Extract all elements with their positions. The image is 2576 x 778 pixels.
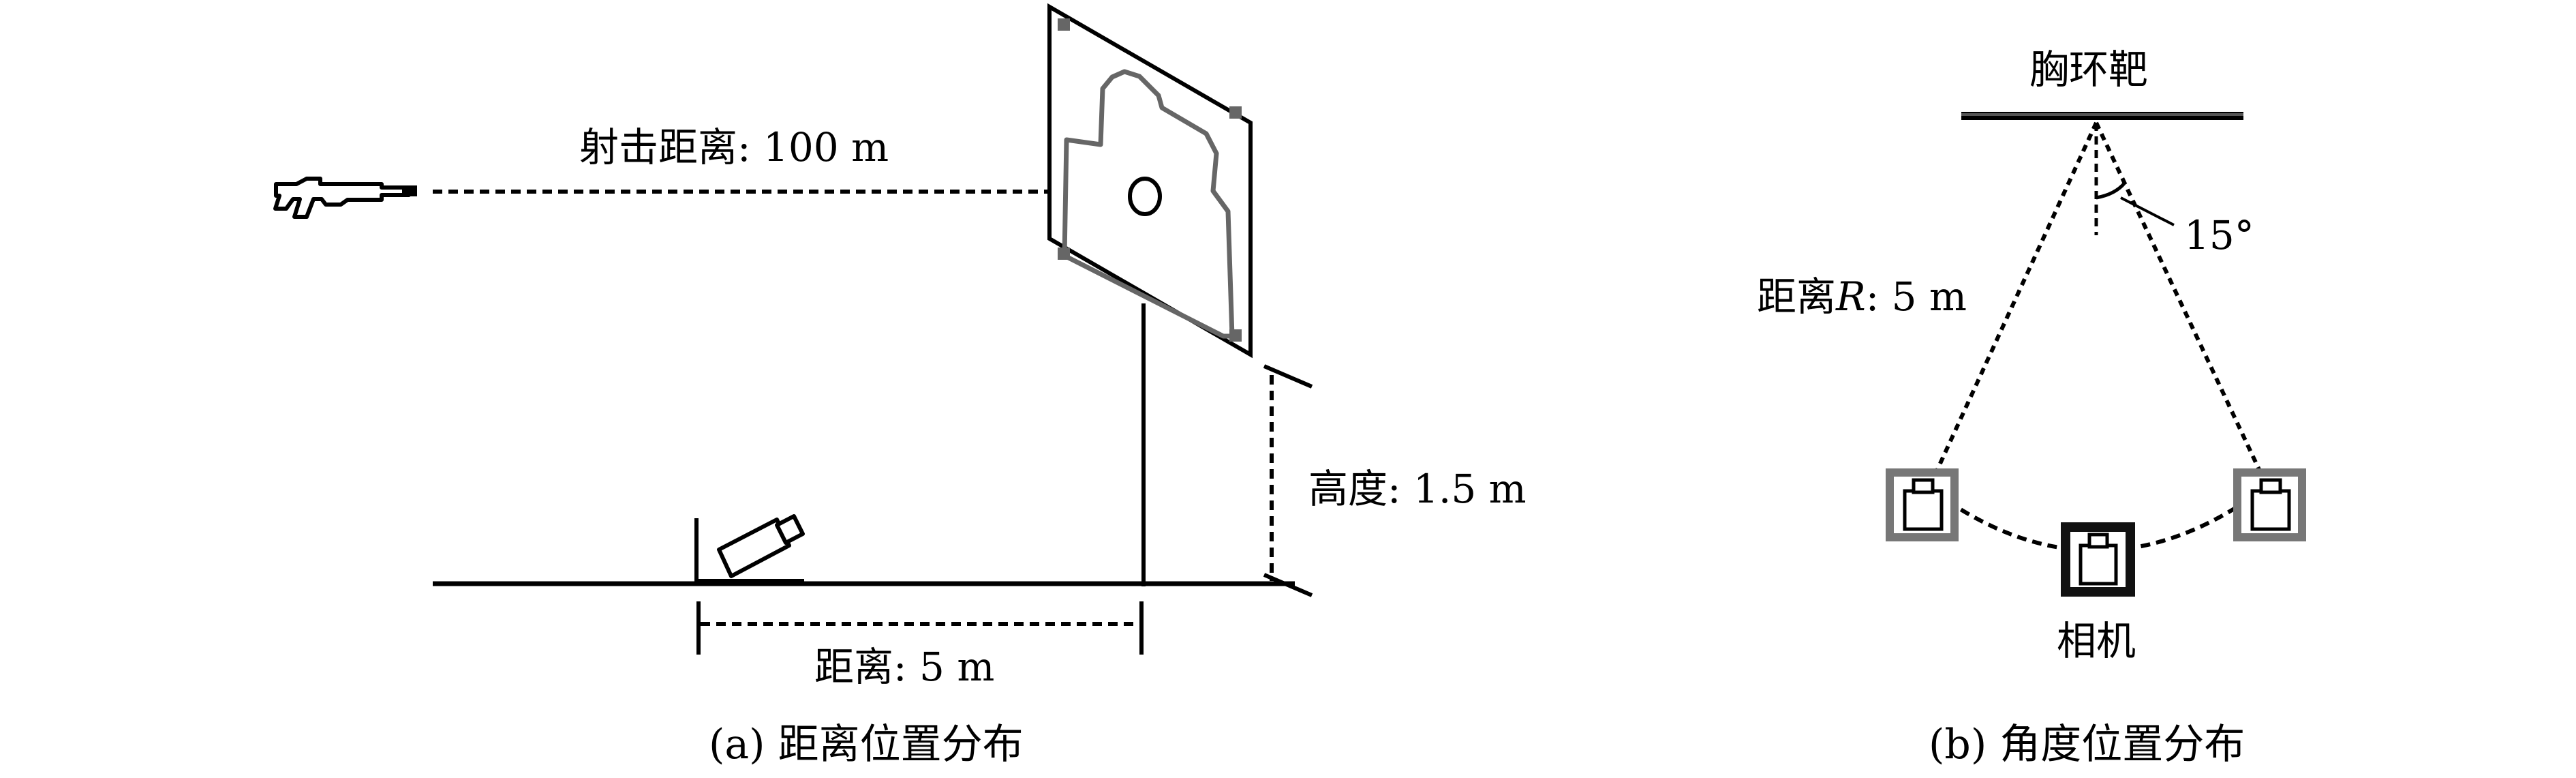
panel-b: 胸环靶 15° 距离R: 5 m xyxy=(1757,46,2306,768)
caption-a: (a) 距离位置分布 xyxy=(709,721,1024,768)
distance-r-label: 距离R: 5 m xyxy=(1757,273,1967,320)
panel-a: 射击距离: 100 m 高度: 1.5 m xyxy=(273,3,1527,768)
camera-right-icon xyxy=(2233,468,2306,541)
camera-left-icon xyxy=(1886,468,1959,541)
distance-ray-right xyxy=(2094,121,2263,475)
distance-label: 距离: 5 m xyxy=(814,644,994,690)
shooting-distance-label: 射击距离: 100 m xyxy=(579,124,889,170)
rifle-icon xyxy=(273,177,417,219)
bullseye xyxy=(1128,177,1162,216)
height-label: 高度: 1.5 m xyxy=(1308,466,1527,512)
camera-center-icon xyxy=(2061,522,2135,597)
distance-ray-left xyxy=(1933,121,2098,475)
camera-label: 相机 xyxy=(2057,618,2136,664)
target-board-icon xyxy=(1047,3,1253,359)
angle-label: 15° xyxy=(2184,212,2254,258)
target-name-label: 胸环靶 xyxy=(2029,46,2148,93)
camera-icon xyxy=(694,514,805,584)
height-dimension xyxy=(1263,364,1313,597)
caption-b: (b) 角度位置分布 xyxy=(1929,721,2245,768)
distance-dimension xyxy=(696,601,1144,655)
angle-arc xyxy=(2096,181,2126,200)
